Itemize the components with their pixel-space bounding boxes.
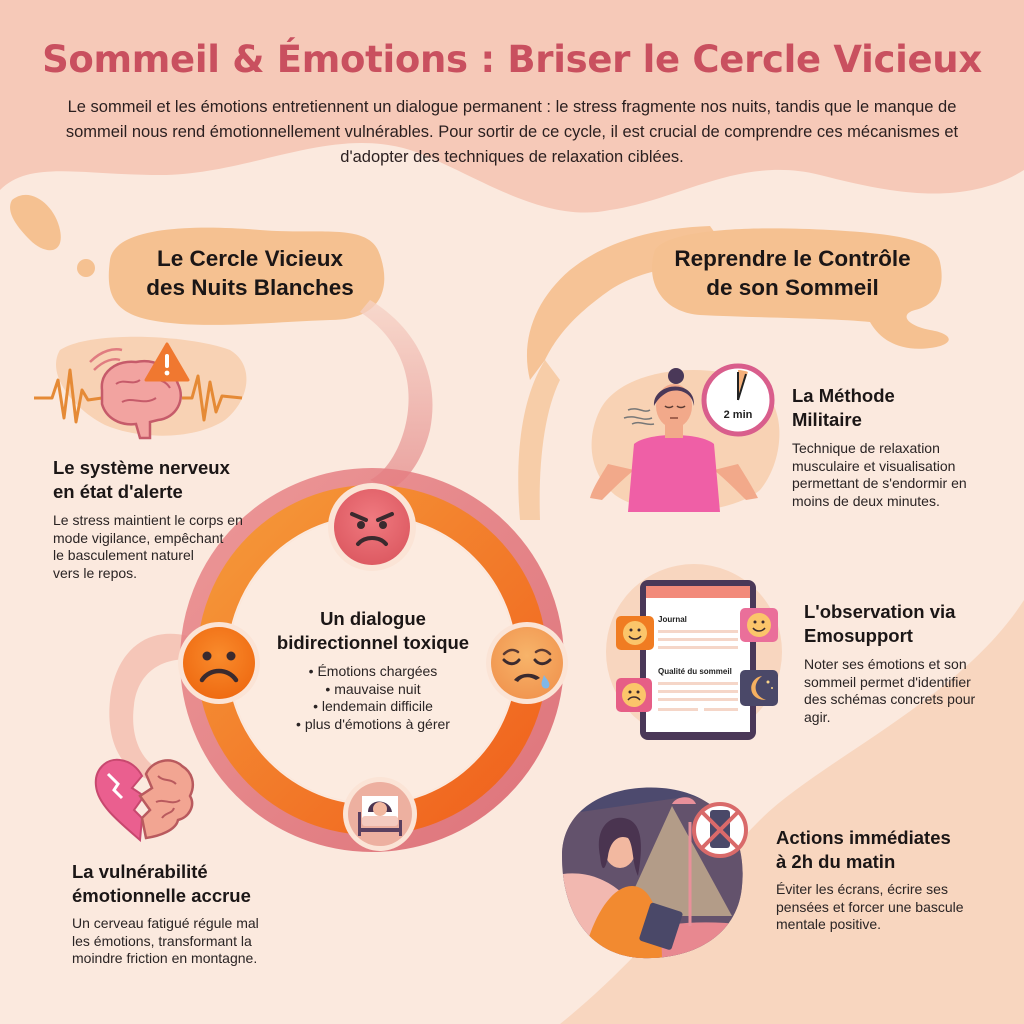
right-section-title: Reprendre le Contrôle de son Sommeil	[650, 244, 935, 302]
angry-face-icon	[328, 483, 416, 571]
cycle-bullet: plus d'émotions à gérer	[258, 716, 488, 734]
sad-face-icon	[178, 622, 260, 704]
meditation-timer-icon: 2 min	[590, 363, 775, 512]
card-text-line: Éviter les écrans, écrire ses	[776, 881, 948, 897]
card-immediate-actions-title: Actions immédiates à 2h du matin	[776, 826, 1006, 874]
card-title-line1: La Méthode	[792, 385, 895, 406]
broken-heart-brain-icon	[94, 758, 194, 843]
card-nervous-system-text: Le stress maintient le corps en mode vig…	[53, 512, 293, 582]
card-title-line2: émotionnelle accrue	[72, 885, 251, 906]
card-title-line1: Le système nerveux	[53, 457, 230, 478]
intro-paragraph: Le sommeil et les émotions entretiennent…	[65, 98, 959, 166]
night-reading-no-phone-icon	[562, 787, 748, 959]
card-text-line: pensées et forcer une bascule	[776, 898, 964, 915]
cycle-title-line2: bidirectionnel toxique	[276, 632, 470, 653]
cycle-title-line1: Un dialogue	[320, 608, 426, 629]
card-text-line: vers le repos.	[53, 564, 138, 581]
right-section-title-line1: Reprendre le Contrôle	[674, 246, 911, 271]
card-text-line: Noter ses émotions et son	[804, 656, 967, 672]
card-title-line1: La vulnérabilité	[72, 861, 208, 882]
card-text-line: le basculement naturel	[53, 547, 194, 563]
card-text-line: permettant de s'endormir en	[792, 475, 967, 491]
card-text-line: Technique de relaxation	[792, 440, 940, 456]
card-text-line: Le stress maintient le corps en	[53, 512, 243, 528]
card-text-line: moins de deux minutes.	[792, 492, 940, 509]
card-text-line: sommeil permet d'identifier	[804, 673, 971, 690]
sleepless-in-bed-icon	[343, 777, 417, 851]
journal-tablet-icon: Journal Qualité du sommeil	[616, 580, 778, 740]
card-text-line: mentale positive.	[776, 916, 882, 932]
card-title-line1: Actions immédiates	[776, 827, 951, 848]
card-nervous-system-title: Le système nerveux en état d'alerte	[53, 456, 293, 504]
timer-label: 2 min	[724, 409, 753, 421]
card-military-method-text: Technique de relaxation musculaire et vi…	[792, 440, 1002, 510]
card-title-line2: Emosupport	[804, 625, 913, 646]
left-section-title: Le Cercle Vicieux des Nuits Blanches	[110, 244, 390, 302]
sleep-quality-label: Qualité du sommeil	[658, 667, 732, 676]
cycle-bullet-list: Émotions chargées mauvaise nuit lendemai…	[258, 663, 488, 733]
cycle-bullet: Émotions chargées	[258, 663, 488, 681]
card-title-line2: à 2h du matin	[776, 851, 896, 872]
card-text-line: musculaire et visualisation	[792, 457, 956, 474]
card-immediate-actions-text: Éviter les écrans, écrire ses pensées et…	[776, 881, 1006, 934]
cycle-bullet: lendemain difficile	[258, 698, 488, 716]
brain-alert-icon	[34, 342, 243, 440]
card-text-line: des schémas concrets pour	[804, 691, 976, 707]
card-text-line: moindre friction en montagne.	[72, 950, 258, 966]
cycle-title: Un dialogue bidirectionnel toxique	[258, 607, 488, 655]
left-section-title-line2: des Nuits Blanches	[146, 275, 354, 300]
card-text-line: agir.	[804, 708, 831, 725]
left-section-title-line1: Le Cercle Vicieux	[157, 246, 343, 271]
card-text-line: mode vigilance, empêchant	[53, 529, 224, 546]
journal-label: Journal	[658, 615, 687, 624]
right-section-title-line2: de son Sommeil	[706, 275, 879, 300]
card-title-line2: Militaire	[792, 409, 862, 430]
card-vulnerability-text: Un cerveau fatigué régule mal les émotio…	[72, 915, 332, 968]
cycle-bullet: mauvaise nuit	[258, 681, 488, 699]
card-text-line: Un cerveau fatigué régule mal	[72, 915, 259, 931]
card-vulnerability-title: La vulnérabilité émotionnelle accrue	[72, 860, 332, 908]
card-title-line2: en état d'alerte	[53, 481, 183, 502]
card-emosupport-title: L'observation via Emosupport	[804, 600, 1014, 648]
page-title: Sommeil & Émotions : Briser le Cercle Vi…	[42, 38, 982, 81]
card-military-method-title: La Méthode Militaire	[792, 384, 992, 432]
card-text-line: les émotions, transformant la	[72, 932, 252, 949]
card-emosupport-text: Noter ses émotions et son sommeil permet…	[804, 656, 1014, 726]
card-title-line1: L'observation via	[804, 601, 956, 622]
crying-tired-face-icon	[486, 622, 568, 704]
